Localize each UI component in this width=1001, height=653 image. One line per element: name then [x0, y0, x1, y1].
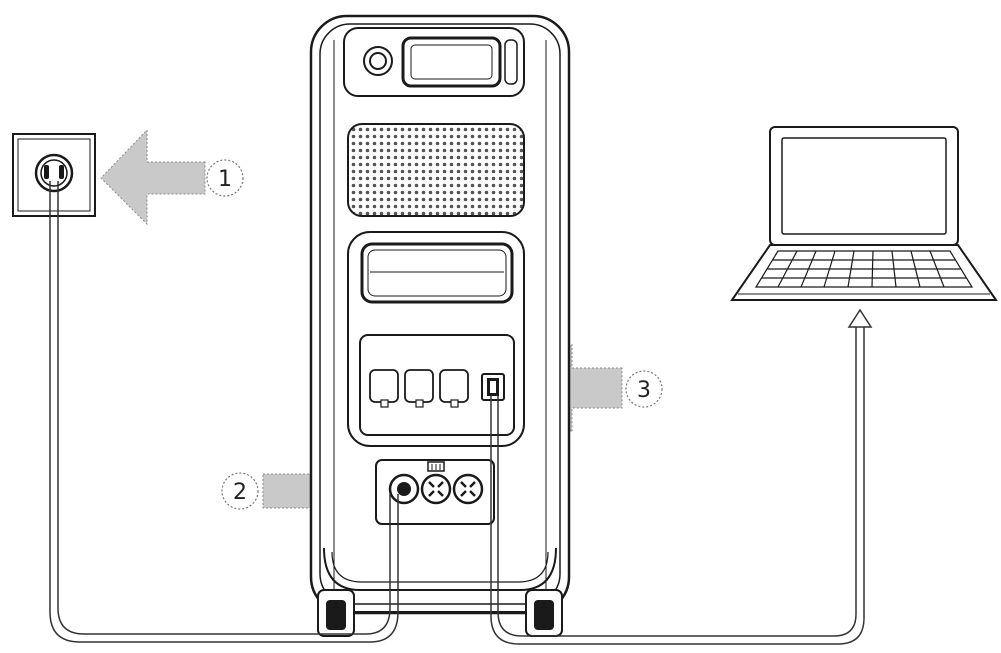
- callout-2: 2: [221, 472, 259, 510]
- usb-cable: [490, 326, 865, 645]
- top-control-panel: [343, 27, 525, 97]
- callout-label: 1: [218, 167, 232, 192]
- callout-label: 2: [233, 480, 247, 505]
- dc-input-port: [452, 473, 484, 505]
- vent-grille: [347, 123, 525, 217]
- wheel: [317, 589, 355, 637]
- dc-input-port: [420, 473, 452, 505]
- callout-1: 1: [206, 159, 244, 197]
- ac-input-port: [388, 473, 420, 505]
- usb-port: [481, 373, 505, 401]
- wall-socket-icon: [12, 133, 96, 217]
- power-station-icon: [309, 14, 571, 637]
- callout-label: 3: [637, 378, 651, 403]
- connector-arrow-icon: [847, 308, 873, 328]
- ac-power-cable: [49, 181, 399, 643]
- wheel: [525, 589, 563, 637]
- laptop-icon: [730, 126, 998, 301]
- keyboard-grid: [754, 250, 974, 288]
- front-panel: [347, 231, 525, 447]
- ac-outlet: [369, 369, 399, 408]
- arrow-icon: [100, 128, 206, 226]
- input-panel: [375, 459, 495, 525]
- ac-outlet: [404, 369, 434, 408]
- callout-3: 3: [625, 370, 663, 408]
- ac-outlet: [439, 369, 469, 408]
